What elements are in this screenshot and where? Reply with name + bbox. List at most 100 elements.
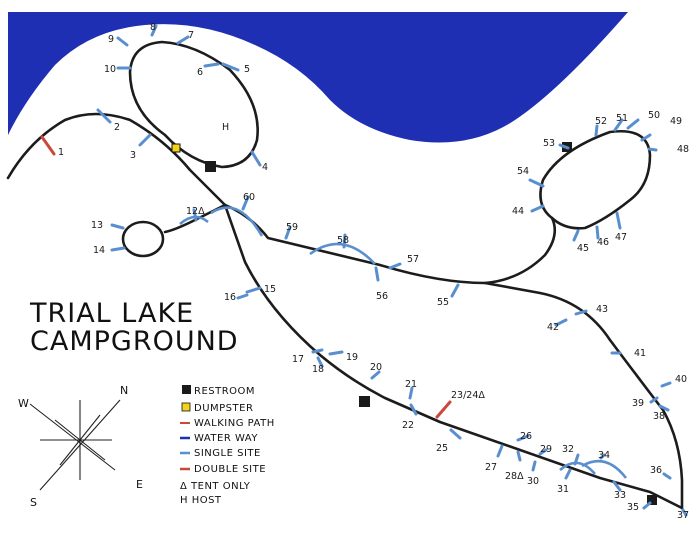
site-spur (110, 246, 126, 252)
campsite-33[interactable]: 33 (612, 480, 626, 501)
campsite-43[interactable]: 43 (574, 304, 608, 316)
site-spur (573, 453, 580, 466)
title-line-1: TRIAL LAKE (29, 298, 194, 329)
campsite-9[interactable]: 9 (108, 34, 129, 47)
campsite-5[interactable]: 5 (221, 62, 250, 75)
site-label: 21 (405, 379, 417, 390)
campsite-20[interactable]: 20 (370, 362, 382, 380)
campsite-58[interactable]: 58 (337, 233, 349, 249)
site-spur (150, 24, 158, 37)
site-label: 3 (130, 150, 136, 161)
campsite-17[interactable]: 17 (292, 348, 324, 365)
site-label: 52 (595, 116, 607, 127)
campsite-52[interactable]: 52 (594, 116, 607, 137)
site-label: 59 (286, 222, 298, 233)
site-label: 13 (91, 220, 103, 231)
campsite-37[interactable]: 37 (677, 508, 689, 521)
restroom-marker-1 (205, 161, 216, 172)
campsite-29[interactable]: 29 (538, 444, 552, 456)
campsite-14[interactable]: 14 (93, 245, 126, 256)
campsite-36[interactable]: 36 (650, 465, 672, 480)
campsite-56[interactable]: 56 (374, 266, 388, 302)
campsite-55[interactable]: 55 (437, 283, 460, 308)
campsite-32[interactable]: 32 (562, 444, 580, 466)
site-spur (564, 468, 572, 480)
campsite-3[interactable]: 3 (130, 133, 152, 161)
campsite-27[interactable]: 27 (485, 444, 504, 473)
legend-water-way: WATER WAY (194, 433, 258, 444)
legend-dumpster: DUMPSTER (194, 403, 253, 414)
campsite-8[interactable]: 8 (150, 22, 158, 37)
campsite-50[interactable]: 50 (626, 110, 660, 130)
site-label: 57 (407, 254, 419, 265)
campsite-18[interactable]: 18 (312, 356, 324, 375)
campsite-1[interactable]: 1 (40, 135, 64, 158)
road-loop-upper (128, 40, 259, 169)
campsite-23[interactable]: 23/24Δ (435, 390, 485, 419)
campsite-2[interactable]: 2 (96, 108, 120, 133)
campsite-30[interactable]: 30 (527, 460, 539, 487)
campsite-57[interactable]: 57 (388, 254, 419, 270)
campsite-60[interactable]: 60 (241, 192, 255, 211)
campsite-34[interactable]: 34 (598, 450, 610, 461)
campsite-31[interactable]: 31 (557, 468, 572, 495)
west-cul-de-sac (121, 220, 165, 258)
campsite-45[interactable]: 45 (572, 229, 589, 254)
campsite-12[interactable]: 12Δ (186, 206, 205, 222)
host-marker: H (222, 122, 229, 133)
campsite-44[interactable]: 44 (512, 204, 545, 217)
road-network (6, 40, 684, 510)
campsite-10[interactable]: 10 (104, 64, 132, 75)
campsite-49[interactable]: 49 (640, 116, 682, 142)
campsite-6[interactable]: 6 (197, 62, 220, 78)
site-spur (221, 62, 240, 72)
campsite-53[interactable]: 53 (543, 138, 570, 150)
campsite-26[interactable]: 26 (516, 431, 532, 442)
campsite-54[interactable]: 54 (517, 166, 545, 188)
campsite-59[interactable]: 59 (284, 222, 298, 240)
site-spur (538, 448, 548, 456)
campsite-51[interactable]: 51 (613, 113, 628, 132)
campsite-16[interactable]: 16 (224, 292, 249, 303)
campsite-40[interactable]: 40 (660, 374, 687, 388)
site-label: 49 (670, 116, 682, 127)
site-label: 28Δ (505, 471, 524, 482)
campsite-28[interactable]: 28Δ (505, 450, 524, 482)
site-label: 56 (376, 291, 388, 302)
campsite-15[interactable]: 15 (245, 284, 276, 295)
site-spur (662, 472, 672, 480)
site-spur (449, 428, 462, 440)
site-label: 44 (512, 206, 524, 217)
site-label: 37 (677, 510, 689, 521)
site-spur (615, 211, 622, 230)
site-label: 18 (312, 364, 324, 375)
site-label: 16 (224, 292, 236, 303)
site-label: 5 (244, 64, 250, 75)
legend-single-site: SINGLE SITE (194, 448, 261, 459)
campsite-42[interactable]: 42 (547, 318, 568, 333)
campsite-38[interactable]: 38 (653, 404, 670, 422)
site-spur (435, 400, 452, 419)
campsite-46[interactable]: 46 (595, 225, 609, 248)
campsite-22[interactable]: 22 (402, 403, 418, 431)
campsite-47[interactable]: 47 (615, 211, 627, 243)
site-spur (496, 444, 504, 458)
campsite-41[interactable]: 41 (610, 348, 646, 359)
site-spur (594, 124, 599, 137)
campsite-19[interactable]: 19 (328, 350, 358, 363)
campsite-25[interactable]: 25 (436, 428, 462, 454)
site-spur (96, 108, 112, 124)
campsite-7[interactable]: 7 (176, 30, 194, 45)
campsite-21[interactable]: 21 (405, 379, 417, 400)
site-label: 17 (292, 354, 304, 365)
site-spur (328, 350, 344, 356)
campsite-35[interactable]: 35 (627, 501, 652, 513)
campsite-48[interactable]: 48 (647, 144, 689, 155)
pull-through-arc (210, 206, 264, 237)
campsite-4[interactable]: 4 (250, 150, 268, 173)
campsite-13[interactable]: 13 (91, 220, 125, 231)
site-label: 42 (547, 322, 559, 333)
site-spur (245, 286, 262, 294)
site-label: 15 (264, 284, 276, 295)
campsite-39[interactable]: 39 (632, 396, 659, 409)
